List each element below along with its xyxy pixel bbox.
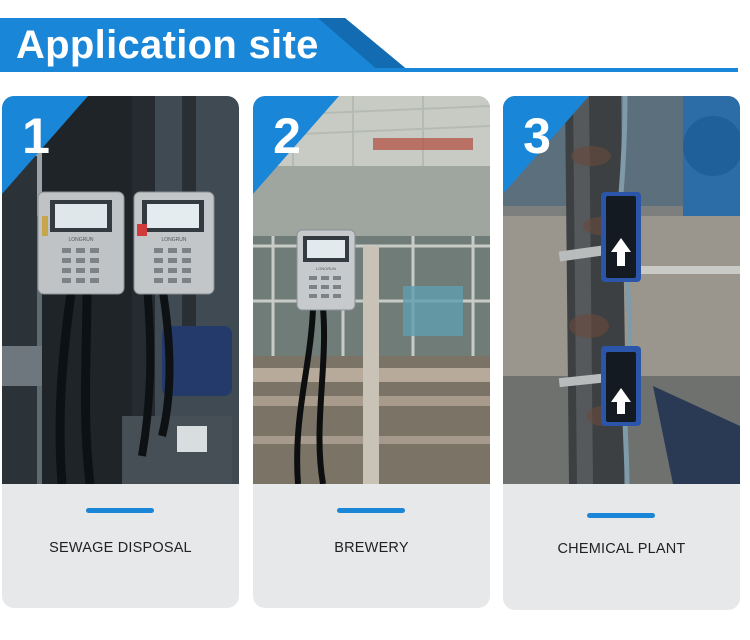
sewage-site-photo: LONGRUN LONGRUN xyxy=(2,96,239,484)
application-card-sewage: LONGRUN LONGRUN xyxy=(2,96,239,608)
card-number: 3 xyxy=(523,108,551,164)
flowmeter-device-left: LONGRUN xyxy=(37,191,125,295)
accent-dash xyxy=(587,513,655,518)
card-number: 1 xyxy=(22,108,50,164)
card-label: CHEMICAL PLANT xyxy=(557,541,686,557)
accent-dash xyxy=(86,508,154,513)
page-title: Application site xyxy=(16,23,319,67)
flowmeter-device: LONGRUN xyxy=(296,229,356,311)
application-card-brewery: LONGRUN 2 BREWERY xyxy=(253,96,490,608)
transducer-upper xyxy=(601,192,641,282)
card-label: BREWERY xyxy=(334,540,409,556)
svg-text:LONGRUN: LONGRUN xyxy=(161,237,186,243)
transducer-lower xyxy=(601,346,641,426)
card-number: 2 xyxy=(273,108,301,164)
card-label: SEWAGE DISPOSAL xyxy=(49,540,192,556)
svg-text:LONGRUN: LONGRUN xyxy=(316,266,336,271)
brewery-site-photo: LONGRUN 2 xyxy=(253,96,490,484)
accent-dash xyxy=(337,508,405,513)
application-card-chemical: 3 CHEMICAL PLANT xyxy=(503,96,740,610)
flowmeter-device-right: LONGRUN xyxy=(133,191,215,295)
svg-text:LONGRUN: LONGRUN xyxy=(68,237,93,243)
chemical-plant-photo: 3 xyxy=(503,96,740,484)
header-rule xyxy=(0,68,738,72)
